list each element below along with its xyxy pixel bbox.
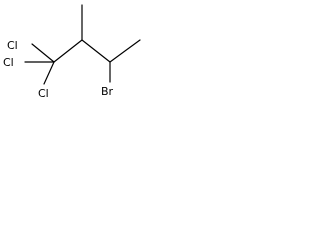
molecule-structure: Cl Cl Cl Br [3, 4, 141, 100]
bond-c3-c2 [81, 39, 111, 63]
bond-c3-c4 [53, 39, 83, 63]
bond-c4-cl-upper [31, 43, 55, 63]
atom-label-cl-middle: Cl [3, 56, 14, 69]
atom-label-cl-upper: Cl [7, 39, 18, 52]
bond-c4-cl-lower [43, 61, 55, 85]
structure-canvas: Cl Cl Cl Br [0, 0, 156, 112]
bond-c2-cmethyl4 [109, 39, 141, 63]
atom-label-br: Br [101, 85, 114, 98]
atom-label-cl-lower: Cl [38, 87, 49, 100]
